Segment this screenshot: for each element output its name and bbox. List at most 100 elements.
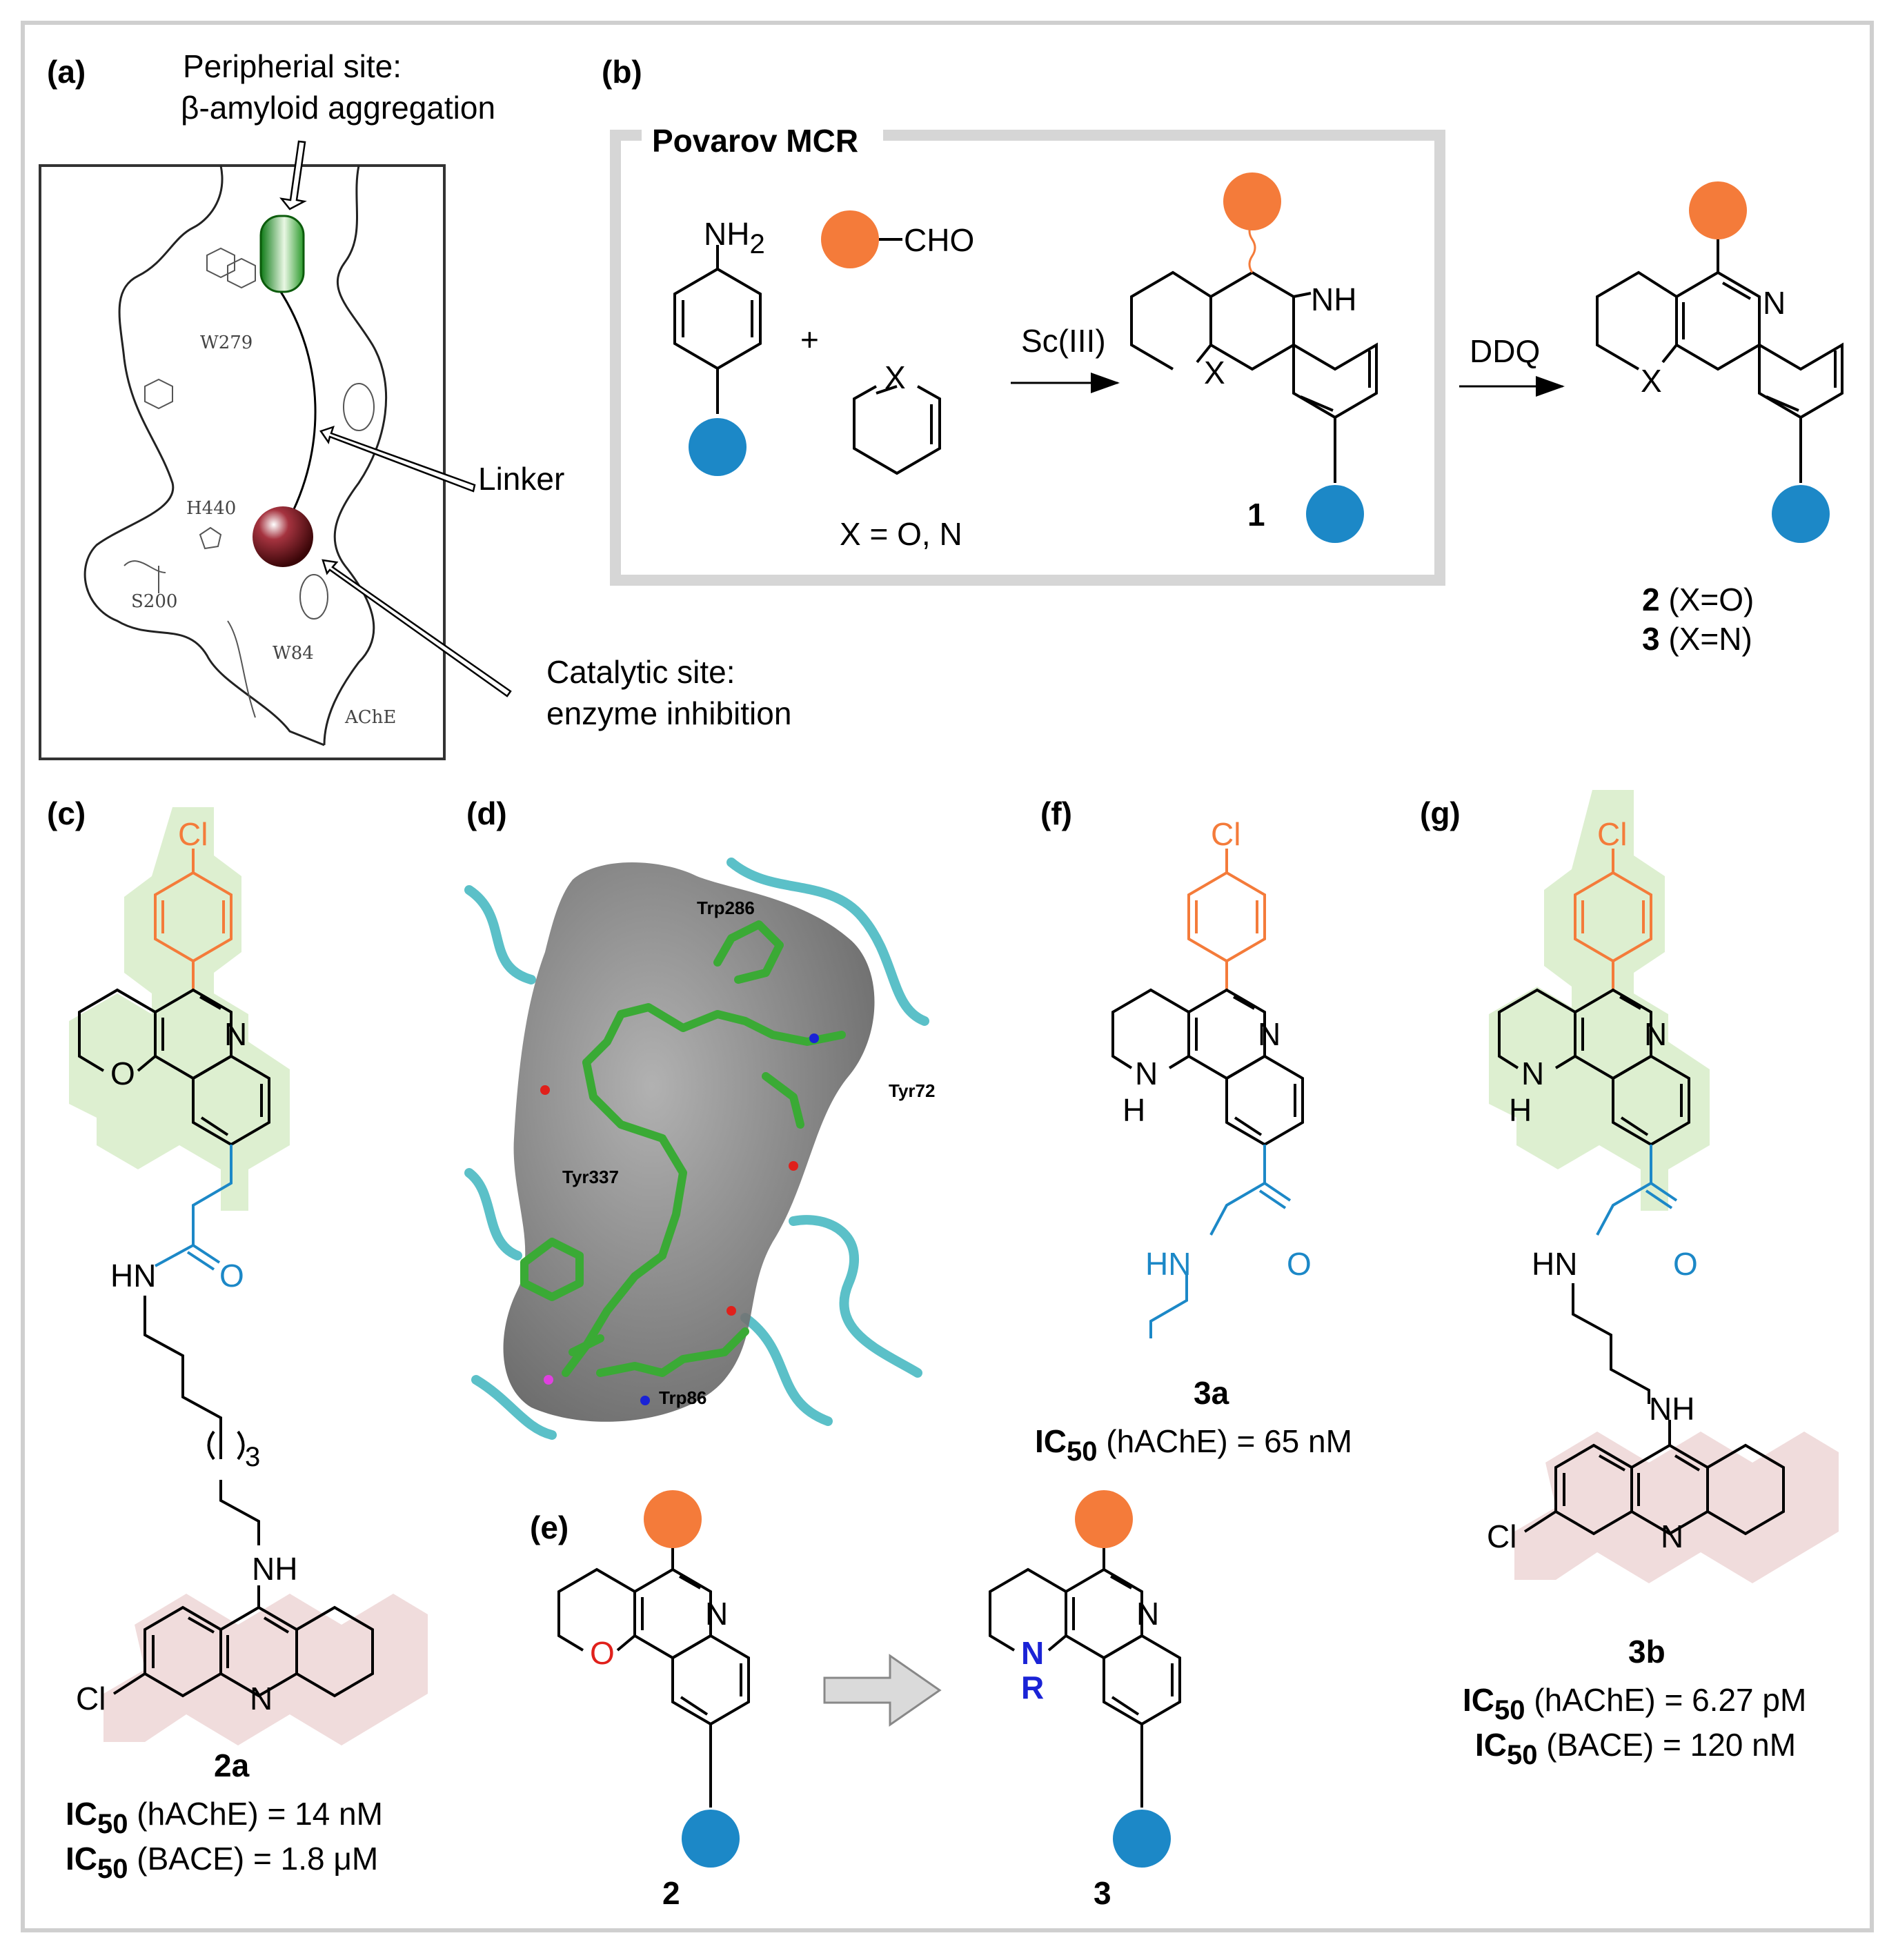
- scaffold-2-blue-circle: [682, 1810, 740, 1868]
- catalytic-label-1: Catalytic site:: [546, 654, 735, 690]
- amide-f: [1149, 1145, 1292, 1338]
- ic50-hache-2a: IC50 (hAChE) = 14 nM: [66, 1796, 383, 1839]
- compound-2a-label: 2a: [214, 1748, 250, 1783]
- peripheral-arrow: [279, 140, 307, 210]
- residue-tyr337: Tyr337: [562, 1167, 619, 1187]
- residue-h440: H440: [186, 498, 236, 519]
- catalytic-label-2: enzyme inhibition: [546, 695, 791, 731]
- scaffold-3-nr-n: N: [1021, 1635, 1044, 1671]
- product-blue-circle: [1772, 485, 1830, 543]
- protein-ribbons: [464, 858, 929, 1440]
- cl-c: Cl: [178, 816, 208, 852]
- figure-frame: [21, 21, 1874, 1932]
- panel-label-g: (g): [1420, 795, 1461, 831]
- o-f: O: [1287, 1246, 1312, 1282]
- scaffold-3-nr-r: R: [1021, 1670, 1044, 1705]
- product-label-3: 3 (X=N): [1642, 621, 1752, 657]
- tacrine-g: [1523, 1443, 1785, 1536]
- orange-substituent-circle: [821, 210, 879, 268]
- ache-figure-box: [39, 164, 446, 760]
- nh-n-g: N: [1521, 1056, 1544, 1091]
- hn-c: HN: [110, 1258, 156, 1294]
- compound-1-orange-circle: [1223, 172, 1281, 230]
- green-highlight-g: [1489, 790, 1710, 1211]
- compound-1-blue-circle: [1306, 485, 1364, 543]
- x-values: X = O, N: [840, 516, 962, 552]
- ic50-bace-2a: IC50 (BACE) = 1.8 μM: [66, 1841, 378, 1884]
- compound-1-structure: [1130, 270, 1378, 483]
- compound-1-number: 1: [1247, 497, 1265, 533]
- reagent-sciii: Sc(III): [1021, 323, 1106, 359]
- catalytic-arrow: [322, 559, 512, 697]
- aniline-nh2: NH2: [704, 216, 765, 259]
- n-g: N: [1644, 1016, 1667, 1052]
- scaffold-2-n: N: [705, 1596, 728, 1632]
- tacrine-c: [112, 1585, 374, 1698]
- alkyl-chain-c: [144, 1296, 260, 1545]
- povarov-title: Povarov MCR: [652, 123, 858, 159]
- peripheral-label-2: β-amyloid aggregation: [181, 90, 495, 126]
- panel-label-d: (d): [466, 795, 507, 831]
- residue-tyr72: Tyr72: [889, 1080, 935, 1101]
- compound-1-nh: NH: [1311, 281, 1356, 317]
- propyl-chain-g: [1572, 1283, 1671, 1445]
- n2-c: N: [250, 1681, 273, 1716]
- propanamide-c: [155, 1145, 233, 1271]
- panel-c: Cl N O HN O 3 NH: [66, 807, 428, 1884]
- o-g: O: [1673, 1246, 1698, 1282]
- aldehyde-cho: CHO: [904, 222, 974, 258]
- panel-d: Trp286 Tyr72 Tyr337 Trp86: [464, 858, 935, 1440]
- ache-gorge-outline: [83, 165, 388, 746]
- repeat-sub-c: 3: [245, 1442, 260, 1472]
- chlorophenyl-c: [154, 849, 233, 990]
- core-g: [1498, 988, 1690, 1147]
- povarov-title-bg: [642, 117, 883, 159]
- residue-ache: AChE: [344, 707, 396, 728]
- product-x: X: [1641, 363, 1662, 399]
- residue-s200: S200: [131, 591, 177, 612]
- nh-h-g: H: [1509, 1092, 1532, 1128]
- panel-label-c: (c): [47, 795, 86, 831]
- scaffold-3-label: 3: [1094, 1875, 1111, 1911]
- hn-g: HN: [1532, 1246, 1577, 1282]
- chlorophenyl-g: [1574, 849, 1652, 990]
- panel-g: Cl N N H HN O NH: [1463, 790, 1839, 1770]
- panel-label-b: (b): [602, 54, 642, 90]
- scaffold-3-n: N: [1136, 1596, 1159, 1632]
- product-label-2: 2 (X=O): [1642, 582, 1754, 617]
- core-f: [1111, 988, 1304, 1147]
- linker-label: Linker: [478, 461, 564, 497]
- o-amide-c: O: [219, 1258, 244, 1294]
- scaffold-2-label: 2: [662, 1875, 680, 1911]
- panel-f: Cl N N H HN O 3a IC50 (hAChE) = 65 nM: [1035, 816, 1352, 1467]
- panel-label-f: (f): [1040, 795, 1072, 831]
- compound-3a-label: 3a: [1194, 1375, 1229, 1411]
- modification-arrow: [823, 1654, 942, 1727]
- residue-w84: W84: [273, 643, 314, 664]
- peripheral-label-1: Peripherial site:: [183, 48, 402, 84]
- aniline-structure: [673, 245, 762, 414]
- cl-f: Cl: [1211, 816, 1240, 852]
- panel-a: W279 H440 S200 W84 AChE Peripherial site…: [39, 48, 791, 760]
- residue-trp286: Trp286: [697, 898, 755, 918]
- reagent-ddq: DDQ: [1470, 333, 1540, 369]
- panel-label-e: (e): [530, 1509, 569, 1545]
- nh-n-f: N: [1135, 1056, 1158, 1091]
- panel-b: Povarov MCR NH2 + CHO X X = O, N Sc(III): [610, 117, 1843, 657]
- product-orange-circle: [1689, 181, 1747, 239]
- nh-g: NH: [1649, 1391, 1694, 1427]
- scaffold-2-o: O: [590, 1635, 615, 1671]
- povarov-box: [610, 130, 1445, 586]
- panel-label-a: (a): [47, 54, 86, 90]
- n-c: N: [224, 1016, 247, 1052]
- dihydropyran-x: X: [884, 359, 906, 395]
- panel-e: N O 2 N N R 3: [557, 1490, 1181, 1911]
- linker-arrow: [319, 426, 476, 493]
- scaffold-2-orange-circle: [644, 1490, 702, 1548]
- residue-sketches: [123, 247, 375, 718]
- scaffold-3-structure: [989, 1542, 1181, 1808]
- cl-g: Cl: [1597, 816, 1627, 852]
- cl2-c: Cl: [76, 1681, 106, 1716]
- compound-3b-label: 3b: [1628, 1634, 1665, 1670]
